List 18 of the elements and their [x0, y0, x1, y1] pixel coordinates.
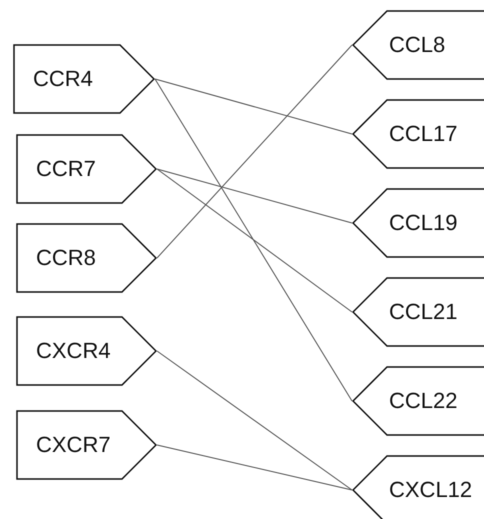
connector-line	[156, 44, 352, 258]
node-label: CXCL12	[389, 477, 472, 503]
connector-line	[154, 78, 352, 134]
node-label: CXCR4	[36, 338, 111, 364]
connector-line	[156, 168, 352, 224]
node-label: CCR8	[36, 245, 96, 271]
node-label: CCL21	[389, 299, 458, 325]
node-label: CCL19	[389, 210, 458, 236]
node-label: CCR4	[33, 66, 93, 92]
node-label: CXCR7	[36, 432, 111, 458]
connector-line	[156, 350, 352, 490]
connector-line	[156, 168, 352, 312]
connector-line	[154, 78, 352, 402]
connector-line	[156, 444, 352, 490]
node-label: CCL8	[389, 32, 446, 58]
node-label: CCR7	[36, 156, 96, 182]
node-label: CCL22	[389, 388, 458, 414]
node-label: CCL17	[389, 121, 458, 147]
